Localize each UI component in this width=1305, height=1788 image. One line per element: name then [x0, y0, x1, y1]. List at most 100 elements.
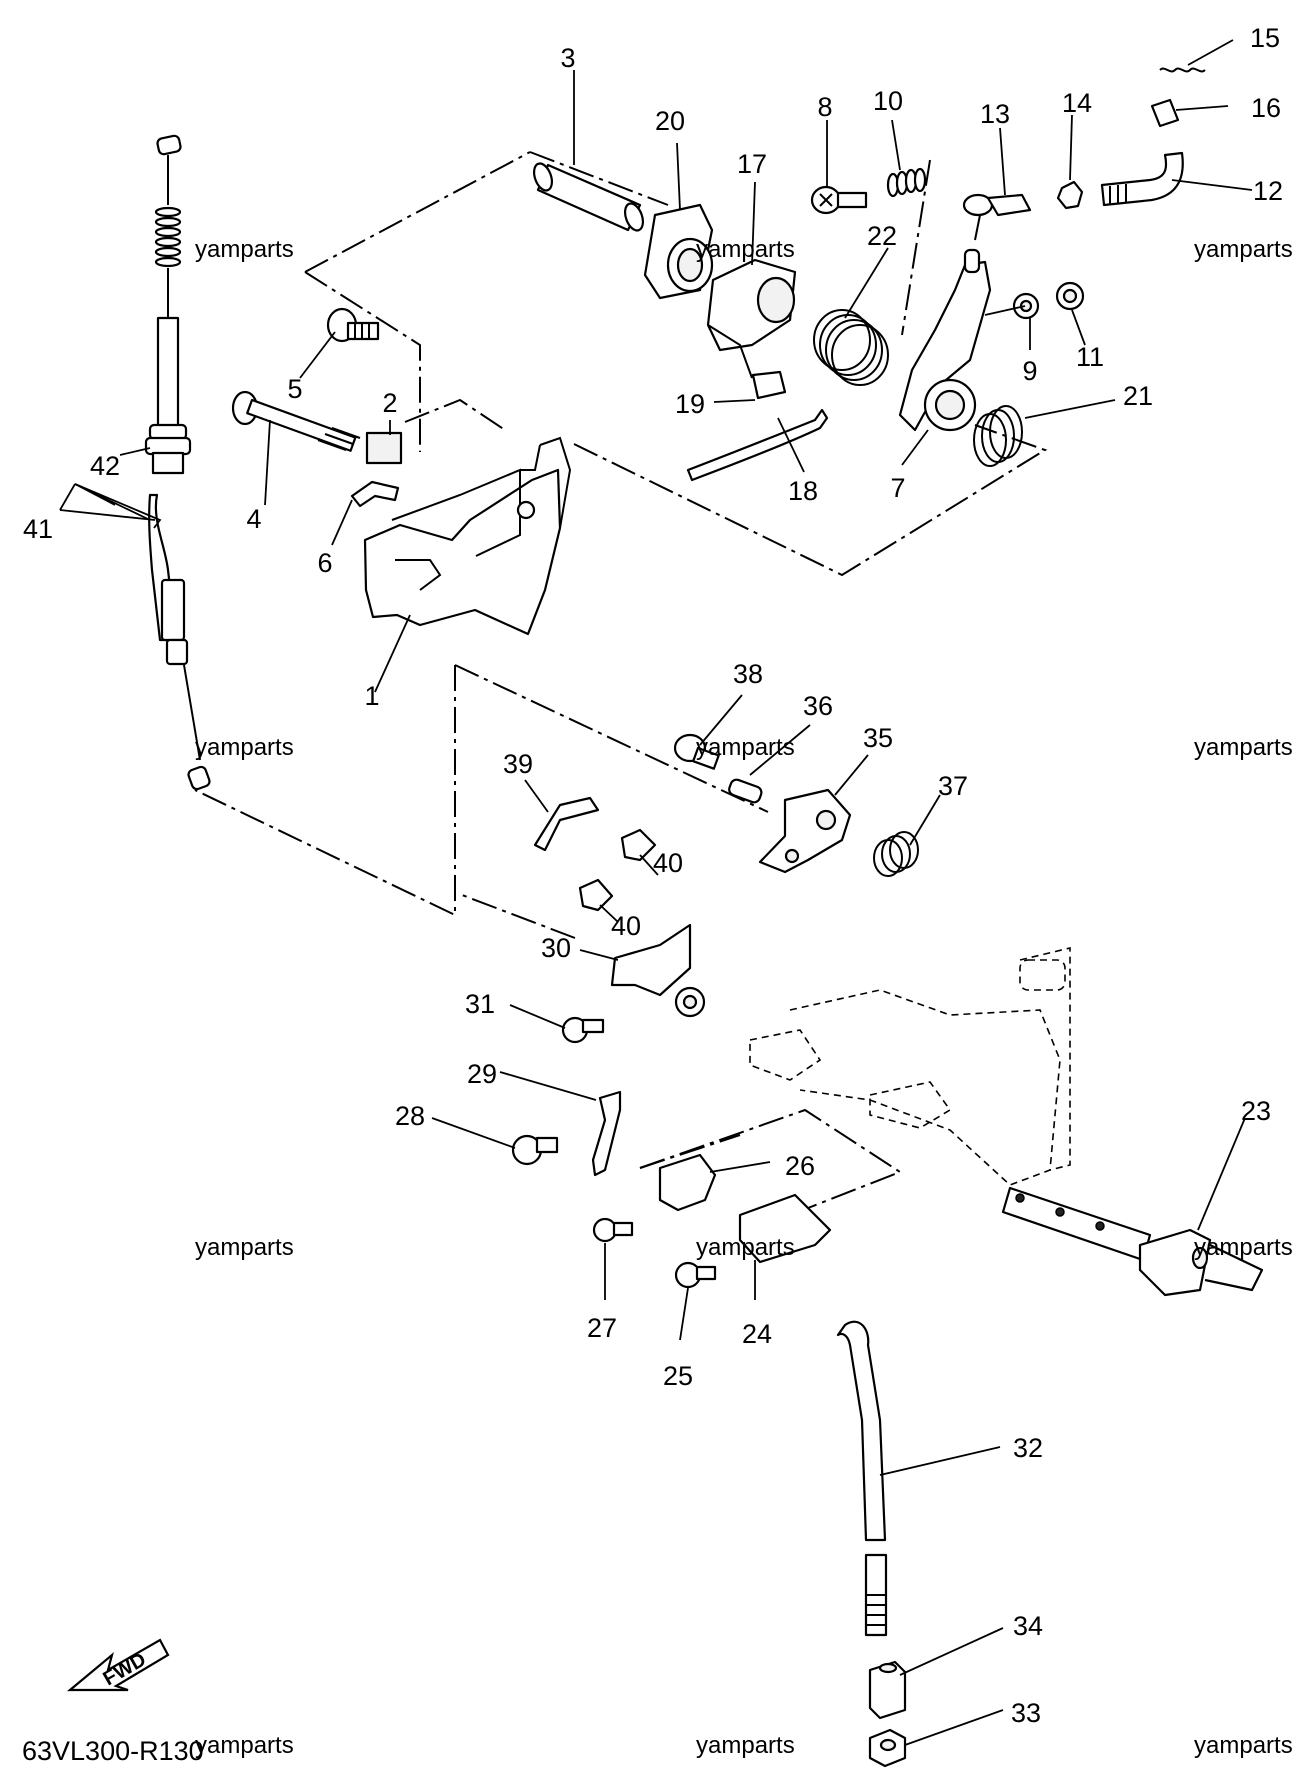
callout-30: 30 — [541, 933, 571, 963]
assembly-outlines — [194, 151, 1048, 1209]
callout-32: 32 — [1013, 1433, 1043, 1463]
bracket-part-26 — [658, 1153, 717, 1212]
holder-part-40b — [578, 878, 614, 912]
callout-34: 34 — [1013, 1611, 1043, 1641]
bolt-part-4 — [231, 390, 361, 452]
callout-28: 28 — [395, 1101, 425, 1131]
rod-part-39 — [533, 796, 600, 852]
cam-part-20 — [643, 203, 714, 300]
collar-part-36 — [728, 778, 763, 804]
bolt-part-28 — [511, 1134, 559, 1166]
screw-part-27 — [592, 1217, 634, 1243]
shift-lever-part-23 — [1001, 1186, 1264, 1297]
nut-part-9 — [1012, 292, 1040, 320]
lever-part-35 — [758, 788, 852, 874]
holder-part-40a — [620, 828, 657, 862]
bracket-part-30 — [610, 923, 706, 1018]
callout-39: 39 — [503, 749, 533, 779]
callout-31: 31 — [465, 989, 495, 1019]
arm-part-7 — [898, 248, 992, 432]
watermark: yamparts — [195, 1234, 294, 1261]
plate-part-29 — [591, 1090, 622, 1177]
screw-part-8 — [810, 185, 868, 215]
watermark: yamparts — [696, 1234, 795, 1261]
callout-11: 11 — [1076, 342, 1104, 372]
callout-2: 2 — [382, 388, 397, 418]
callout-38: 38 — [733, 659, 763, 689]
spring-part-21 — [973, 405, 1023, 467]
drawing-code: 63VL300-R130 — [22, 1736, 204, 1766]
watermark: yamparts — [696, 734, 795, 761]
callout-23: 23 — [1241, 1096, 1271, 1126]
clip-part-19 — [751, 370, 787, 400]
pipe-part-3 — [532, 162, 645, 232]
callout-41: 41 — [23, 514, 53, 544]
callout-7: 7 — [890, 473, 905, 503]
callout-33: 33 — [1011, 1698, 1041, 1728]
callout-17: 17 — [737, 149, 767, 179]
callout-16: 16 — [1251, 93, 1281, 123]
nut-part-33 — [868, 1728, 907, 1768]
callout-29: 29 — [467, 1059, 497, 1089]
callout-3: 3 — [560, 43, 575, 73]
screw-part-25 — [674, 1261, 717, 1289]
callout-13: 13 — [980, 99, 1010, 129]
spring-part-10 — [886, 167, 927, 198]
screw-part-31 — [561, 1016, 605, 1044]
callout-4: 4 — [246, 504, 261, 534]
cable-spring — [154, 206, 182, 268]
watermark: yamparts — [195, 236, 294, 263]
callout-21: 21 — [1123, 381, 1153, 411]
spring-part-22 — [813, 309, 889, 386]
callout-15: 15 — [1250, 23, 1280, 53]
shift-rod-part-32 — [836, 1320, 888, 1637]
callout-27: 27 — [587, 1313, 617, 1343]
callout-12: 12 — [1253, 176, 1283, 206]
clip-part-16 — [1150, 98, 1180, 128]
collar-part-2 — [365, 431, 403, 465]
watermark: yamparts — [1194, 1732, 1293, 1759]
part-callouts: 1 2 3 4 5 6 7 8 9 10 11 12 13 14 15 16 1… — [23, 23, 1283, 1728]
fwd-arrow-icon: FWD — [66, 1638, 170, 1692]
collar-part-11 — [1055, 281, 1085, 311]
nut-part-14 — [1056, 180, 1084, 210]
hose-part-12 — [1100, 151, 1184, 207]
leader-lines — [59, 39, 1253, 1746]
watermark: yamparts — [1194, 236, 1293, 263]
callout-14: 14 — [1062, 88, 1092, 118]
throttle-cable — [144, 134, 211, 791]
callout-9: 9 — [1022, 356, 1037, 386]
callout-36: 36 — [803, 691, 833, 721]
callout-42: 42 — [90, 451, 120, 481]
seal-part-15 — [1159, 67, 1206, 73]
callout-8: 8 — [817, 92, 832, 122]
joint-part-13 — [962, 193, 1032, 241]
nut-part-34 — [868, 1660, 907, 1720]
watermark: yamparts — [195, 1732, 294, 1759]
callout-26: 26 — [785, 1151, 815, 1181]
callout-5: 5 — [287, 374, 302, 404]
swivel-bracket-outline — [749, 946, 1071, 1186]
bolt-part-38 — [673, 733, 720, 770]
rod-part-18 — [686, 408, 829, 482]
callout-19: 19 — [675, 389, 705, 419]
plate-part-24 — [738, 1193, 832, 1264]
callout-10: 10 — [873, 86, 903, 116]
watermark: yamparts — [1194, 1234, 1293, 1261]
spring-part-37 — [873, 831, 919, 877]
callout-37: 37 — [938, 771, 968, 801]
callout-24: 24 — [742, 1319, 772, 1349]
watermark: yamparts — [696, 1732, 795, 1759]
bracket-part-1 — [363, 436, 572, 636]
callout-18: 18 — [788, 476, 818, 506]
callout-6: 6 — [317, 548, 332, 578]
callout-40b: 40 — [611, 911, 641, 941]
watermarks: yamparts yamparts yamparts yamparts yamp… — [195, 236, 1293, 1759]
callout-25: 25 — [663, 1361, 693, 1391]
clip-part-6 — [350, 480, 400, 508]
callout-20: 20 — [655, 106, 685, 136]
watermark: yamparts — [696, 236, 795, 263]
callout-22: 22 — [867, 221, 897, 251]
watermark: yamparts — [1194, 734, 1293, 761]
